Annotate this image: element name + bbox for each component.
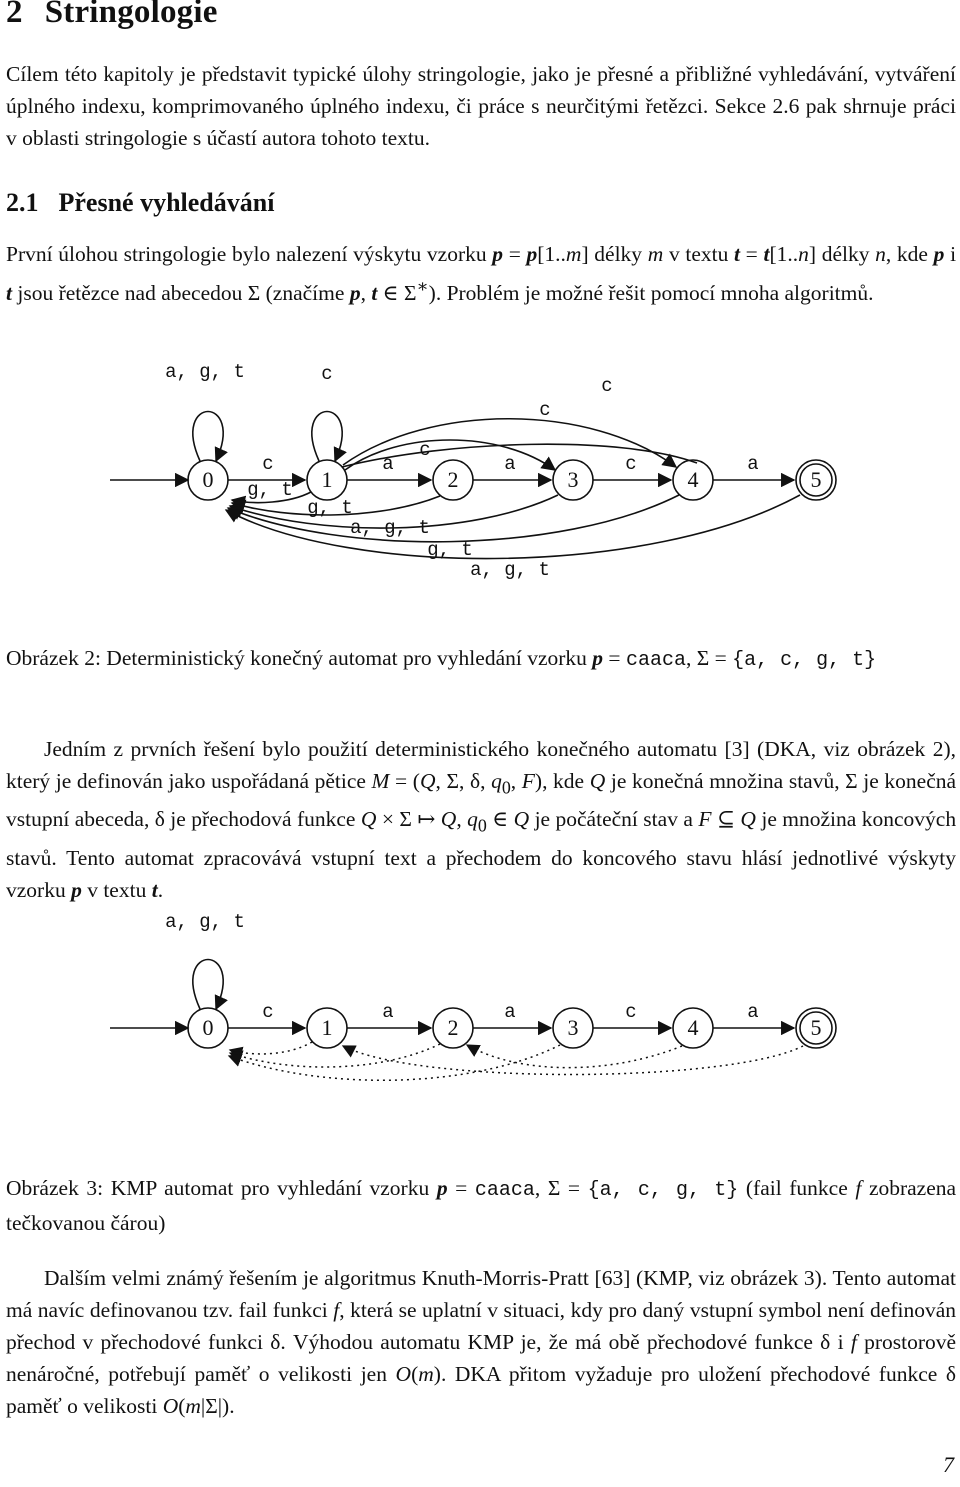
dfa-state-4-label: 4 <box>688 467 699 492</box>
dfa-state-0-label: 0 <box>203 467 214 492</box>
kmp-label-e45: a <box>747 1001 758 1023</box>
dfa-label-loop0: a, g, t <box>165 361 245 383</box>
kmp-state-1-label: 1 <box>322 1015 333 1040</box>
kmp-label-e23: a <box>504 1001 515 1023</box>
dfa-state-5 <box>795 459 837 501</box>
figure-2-caption: Obrázek 2: Deterministický konečný autom… <box>6 646 877 672</box>
dfa-label-e13: c <box>419 439 430 461</box>
dfa-label-e15: c <box>601 375 612 397</box>
kmp-state-5-label: 5 <box>811 1015 822 1040</box>
dfa-label-e45: a <box>747 453 758 475</box>
dfa-label-e12: a <box>382 453 393 475</box>
dfa-label-b40: g, t <box>427 539 473 561</box>
dfa-label-b50: a, g, t <box>470 559 550 581</box>
dfa-loop-1 <box>311 410 347 463</box>
kmp-state-5 <box>795 1007 837 1049</box>
dfa-figure: 0 1 2 3 4 5 a, g, t c c a a c a c c c g,… <box>110 361 837 581</box>
kmp-label-loop0: a, g, t <box>165 911 245 933</box>
dfa-paragraph: Jedním z prvních řešení bylo použití det… <box>6 737 957 902</box>
page-number: 7 <box>943 1452 954 1477</box>
kmp-paragraph: Dalším velmi známý řešením je algoritmus… <box>6 1266 957 1418</box>
dfa-label-b30: a, g, t <box>350 517 430 539</box>
dfa-label-b10: g, t <box>247 479 293 501</box>
exact-search-paragraph: První úlohou stringologie bylo nalezení … <box>6 242 957 306</box>
kmp-label-e01: c <box>262 1001 273 1023</box>
dfa-label-e01: c <box>262 453 273 475</box>
dfa-label-loop1: c <box>321 363 332 385</box>
dfa-label-e34: c <box>625 453 636 475</box>
dfa-loop-0 <box>192 410 228 463</box>
dfa-label-e14: c <box>539 399 550 421</box>
kmp-state-0-label: 0 <box>203 1015 214 1040</box>
dfa-state-5-label: 5 <box>811 467 822 492</box>
dfa-label-e23: a <box>504 453 515 475</box>
dfa-label-b20: g, t <box>307 497 353 519</box>
kmp-loop-0 <box>192 958 228 1011</box>
kmp-figure: 0 1 2 3 4 5 a, g, t c a a c a <box>110 911 837 1082</box>
kmp-label-e34: c <box>625 1001 636 1023</box>
kmp-state-2-label: 2 <box>448 1015 459 1040</box>
kmp-state-3-label: 3 <box>568 1015 579 1040</box>
intro-paragraph: Cílem této kapitoly je představit typick… <box>6 62 956 150</box>
dfa-state-2-label: 2 <box>448 467 459 492</box>
kmp-state-4-label: 4 <box>688 1015 699 1040</box>
dfa-state-1-label: 1 <box>322 467 333 492</box>
dfa-state-3-label: 3 <box>568 467 579 492</box>
figure-3-caption: Obrázek 3: KMP automat pro vyhledání vzo… <box>6 1176 957 1235</box>
kmp-label-e12: a <box>382 1001 393 1023</box>
